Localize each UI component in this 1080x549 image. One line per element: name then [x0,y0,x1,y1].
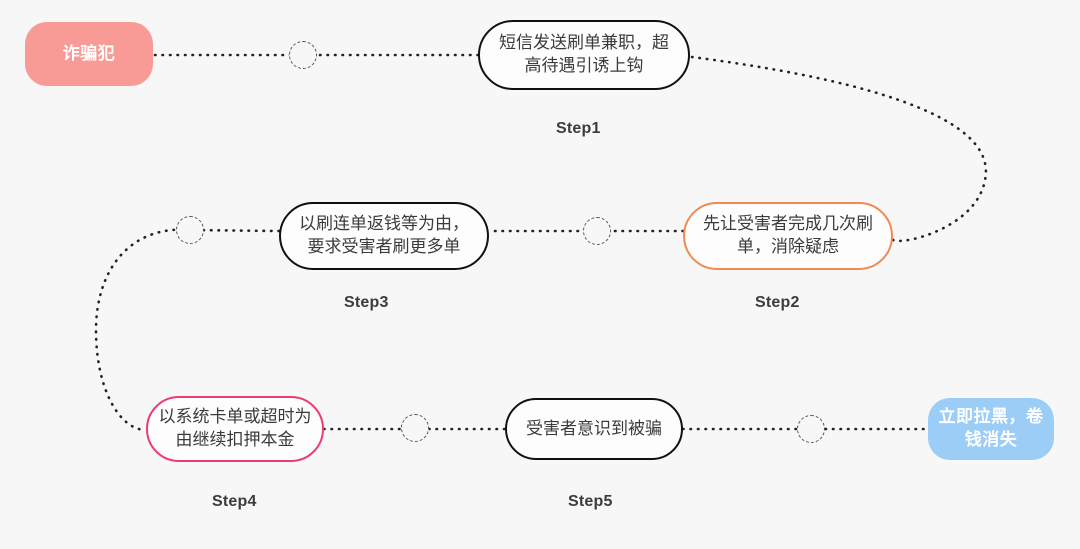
node-step5[interactable]: 受害者意识到被骗 [505,398,683,460]
label-step4: Step4 [212,493,257,510]
node-end-label: 立即拉黑，卷 钱消失 [938,407,1044,449]
node-step4-label: 以系统卡单或超时为 由继续扣押本金 [158,407,312,449]
connector-step4-step5[interactable] [401,414,429,442]
label-step3: Step3 [344,294,389,311]
node-step3[interactable]: 以刷连单返钱等为由， 要求受害者刷更多单 [279,202,489,270]
node-step1[interactable]: 短信发送刷单兼职，超 高待遇引诱上钩 [478,20,690,90]
node-step2[interactable]: 先让受害者完成几次刷 单，消除疑虑 [683,202,893,270]
node-end[interactable]: 立即拉黑，卷 钱消失 [928,398,1054,460]
label-step1: Step1 [556,120,601,137]
node-step4[interactable]: 以系统卡单或超时为 由继续扣押本金 [146,396,324,462]
connector-step4-step3[interactable] [176,216,204,244]
label-step5: Step5 [568,493,613,510]
connector-step5-end[interactable] [797,415,825,443]
connector-step3-step2[interactable] [583,217,611,245]
node-step1-label: 短信发送刷单兼职，超 高待遇引诱上钩 [499,33,669,75]
node-start[interactable]: 诈骗犯 [25,22,153,86]
label-step2: Step2 [755,294,800,311]
connector-start-step1[interactable] [289,41,317,69]
node-start-label: 诈骗犯 [62,43,116,63]
node-step3-label: 以刷连单返钱等为由， 要求受害者刷更多单 [299,214,469,256]
node-step2-label: 先让受害者完成几次刷 单，消除疑虑 [703,214,873,256]
node-step5-label: 受害者意识到被骗 [526,418,662,438]
